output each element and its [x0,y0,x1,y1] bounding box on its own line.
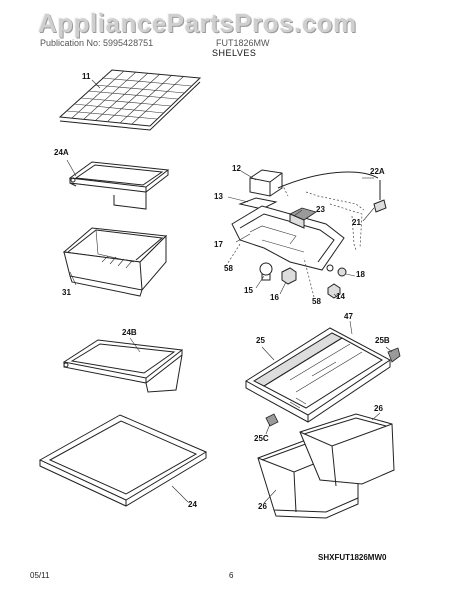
callout-16: 16 [270,293,279,302]
section-title: SHELVES [212,48,257,58]
callout-24A: 24A [54,148,69,157]
callout-12: 12 [232,164,241,173]
leader-18 [345,273,356,277]
callout-11: 11 [82,72,91,81]
leader-25C [265,423,271,435]
watermark: AppliancePartsPros.com [38,8,357,38]
glass-shelf-part-24A[interactable] [68,161,170,210]
callout-24: 24 [188,500,197,509]
callout-25C: 25C [254,434,269,443]
publication-number: Publication No: 5995428751 [40,38,154,48]
leader-13 [227,196,249,203]
leader-25B [385,346,393,353]
callout-58-right: 58 [312,297,321,306]
leader-26a [371,412,381,421]
callout-31: 31 [62,288,71,297]
leader-58a [225,243,241,267]
callout-14: 14 [336,292,345,301]
leader-31 [69,271,77,286]
footer-date: 05/11 [30,571,50,580]
callout-25: 25 [256,336,265,345]
diagram-code: SHXFUT1826MW0 [318,553,387,562]
model-number: FUT1826MW [216,38,270,48]
callout-26-top: 26 [374,404,383,413]
control-housing-assembly[interactable] [231,169,387,299]
callout-22A: 22A [370,167,385,176]
leader-14 [333,293,339,299]
cover-assembly-part-25-47[interactable] [245,327,401,427]
leader-26b [263,489,277,504]
callout-25B: 25B [375,336,390,345]
wire-shelf-part-11[interactable] [58,69,202,131]
callout-47: 47 [344,312,353,321]
leader-23 [293,209,303,217]
crisper-pan-part-31[interactable] [62,227,168,297]
callout-18: 18 [356,270,365,279]
callout-15: 15 [244,286,253,295]
callout-23: 23 [316,205,325,214]
leader-11 [91,79,101,89]
leader-47 [349,320,353,335]
callout-58-left: 58 [224,264,233,273]
leader-24A [66,159,77,177]
glass-shelf-part-24[interactable] [38,414,208,507]
callout-17: 17 [214,240,223,249]
leader-24B [129,337,141,353]
glass-shelf-part-24B[interactable] [62,339,184,393]
leader-24 [171,485,189,503]
callout-13: 13 [214,192,223,201]
leader-21 [362,207,375,222]
leader-12 [240,170,257,181]
leader-15 [255,275,265,289]
callout-26-bottom: 26 [258,502,267,511]
callout-24B: 24B [122,328,137,337]
deli-pans-part-26[interactable] [257,413,395,519]
page-number: 6 [229,571,234,580]
leader-25 [261,346,275,361]
callout-21: 21 [352,218,361,227]
leader-16 [279,281,287,295]
leader-17 [235,233,251,243]
leader-58b [303,257,315,298]
